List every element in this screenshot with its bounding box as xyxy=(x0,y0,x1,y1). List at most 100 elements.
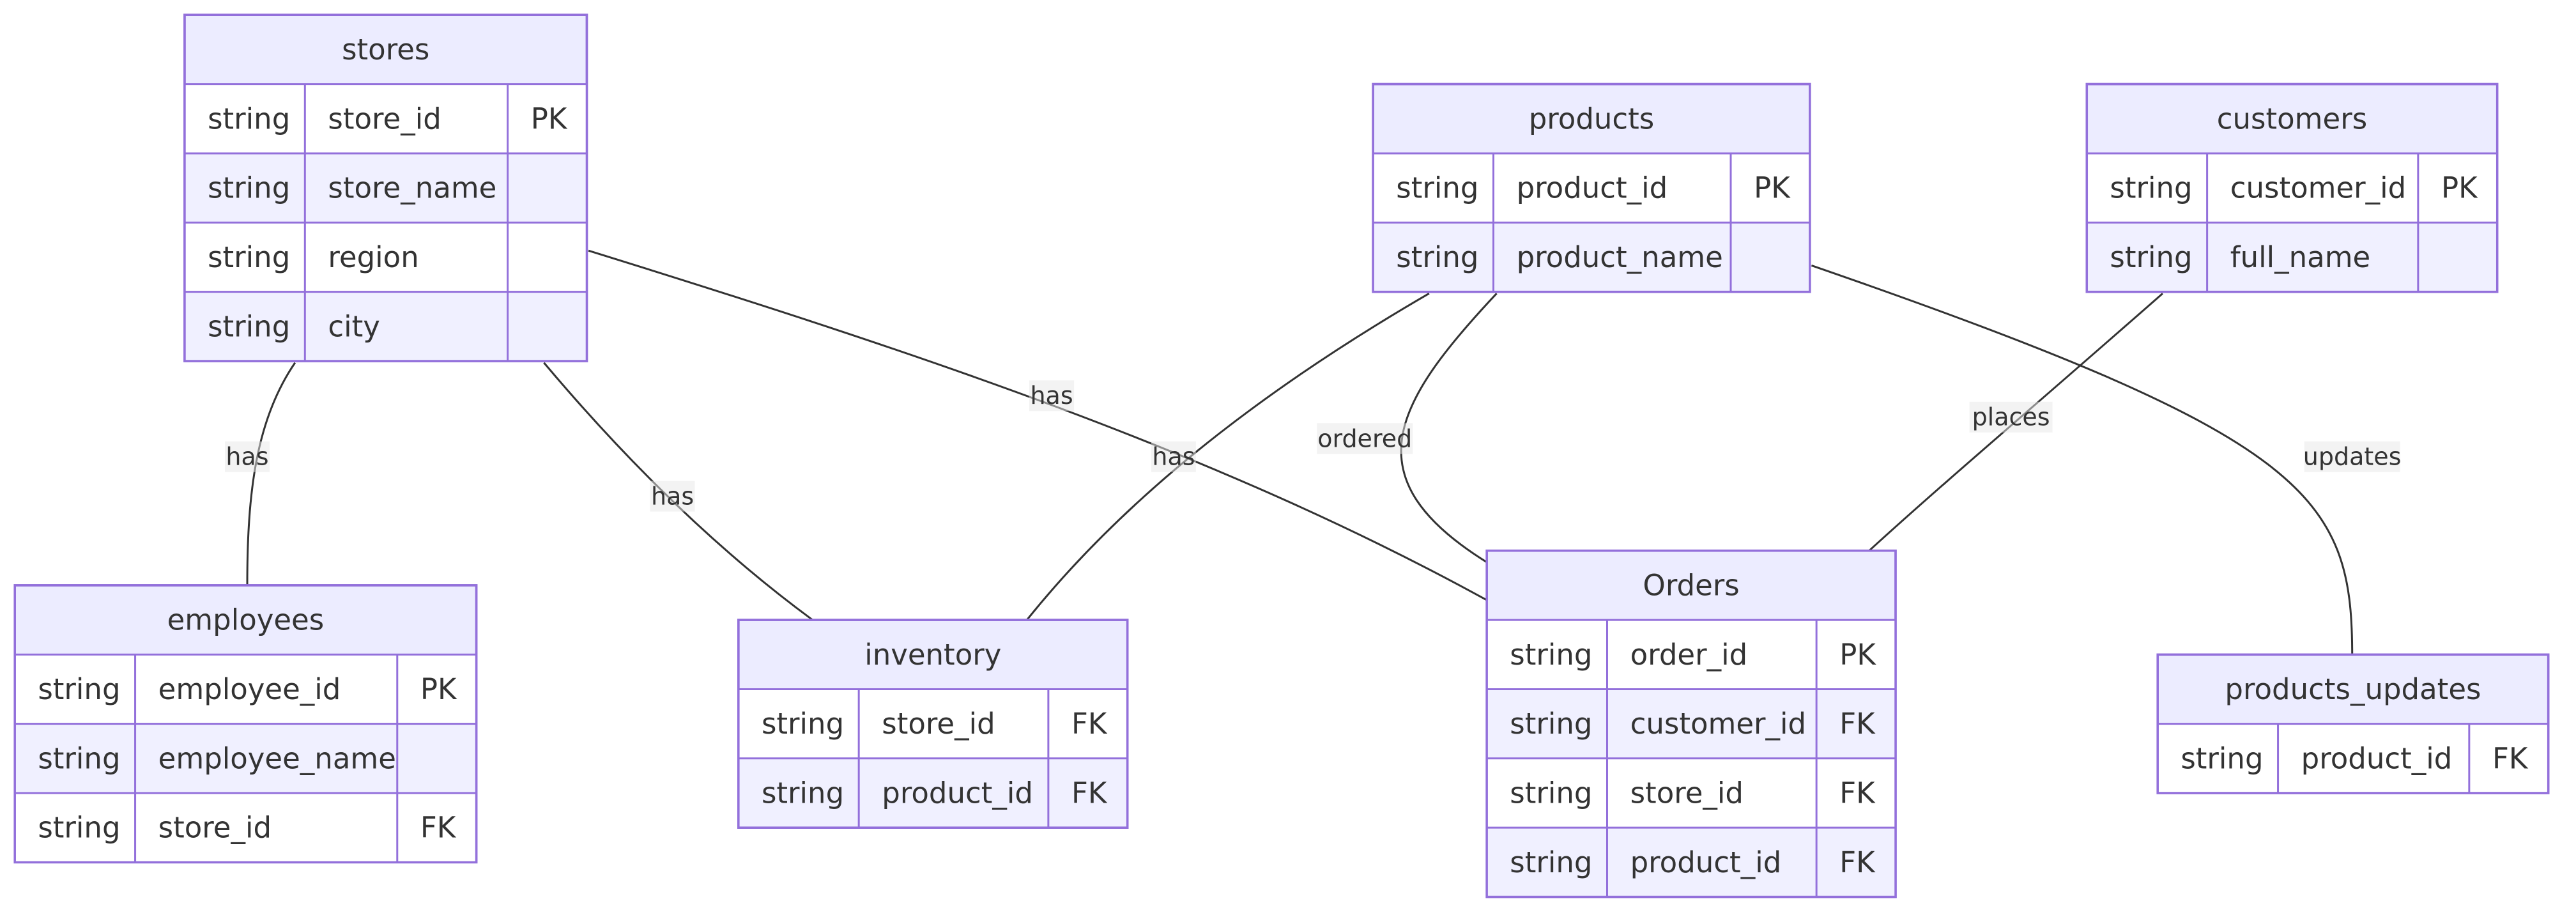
attribute-row: string city xyxy=(184,291,587,362)
attribute-key: FK xyxy=(1839,845,1876,879)
relationship-line-stores-employees xyxy=(246,362,296,585)
relationship-label-products-orders: ordered xyxy=(1317,423,1413,454)
label-background xyxy=(1029,380,1075,412)
attribute-row: string store_id FK xyxy=(738,688,1128,759)
attribute-key: FK xyxy=(1839,776,1876,810)
attribute-name: employee_name xyxy=(158,741,396,775)
relationship-line-products-products_updates xyxy=(1811,264,2354,655)
attribute-type: string xyxy=(2110,171,2192,205)
attribute-key: PK xyxy=(1754,171,1791,205)
row-background xyxy=(1373,153,1810,223)
relationship-label-text: updates xyxy=(2303,443,2402,471)
attribute-type: string xyxy=(1510,845,1592,879)
attribute-name: product_id xyxy=(882,776,1033,810)
label-background xyxy=(650,481,695,512)
attribute-type: string xyxy=(1510,638,1592,672)
row-background xyxy=(2087,153,2497,223)
entity-title: products xyxy=(1529,102,1655,135)
relationship-label-stores-employees: has xyxy=(225,441,270,472)
row-background xyxy=(1487,620,1896,690)
entity-border xyxy=(2085,82,2499,293)
attribute-row: string customer_id FK xyxy=(1487,688,1896,759)
entity-border xyxy=(13,584,478,864)
relationship-line-products-orders xyxy=(1400,293,1498,564)
entity-border xyxy=(2156,653,2550,794)
attribute-name: city xyxy=(328,309,380,343)
row-background xyxy=(184,84,587,153)
entity-title: inventory xyxy=(864,638,1001,672)
row-background xyxy=(738,689,1128,759)
row-background xyxy=(184,291,587,362)
attribute-row: string product_id FK xyxy=(738,757,1128,828)
row-background xyxy=(184,153,587,223)
relationship-label-text: ordered xyxy=(1317,424,1412,452)
attribute-name: product_id xyxy=(2301,741,2453,775)
attribute-name: order_id xyxy=(1630,638,1748,672)
entity-title: Orders xyxy=(1643,568,1739,602)
attribute-type: string xyxy=(208,171,290,205)
attribute-name: customer_id xyxy=(1630,707,1806,741)
attribute-name: product_id xyxy=(1517,171,1668,205)
attribute-type: string xyxy=(2181,741,2263,775)
label-background xyxy=(1151,441,1196,472)
row-background xyxy=(184,222,587,292)
label-background xyxy=(2304,441,2400,472)
attribute-key: FK xyxy=(1071,776,1108,810)
entity-title: stores xyxy=(342,33,429,66)
label-background xyxy=(225,441,270,472)
relationship-line-customers-orders xyxy=(1868,293,2163,551)
label-background xyxy=(1969,401,2053,433)
row-background xyxy=(2158,723,2549,793)
attribute-name: full_name xyxy=(2230,240,2371,274)
relationship-label-text: has xyxy=(651,482,694,511)
attribute-row: string order_id PK xyxy=(1487,619,1896,690)
attribute-type: string xyxy=(762,776,844,810)
attribute-name: product_id xyxy=(1630,845,1782,879)
attribute-key: FK xyxy=(1071,707,1108,741)
attribute-type: string xyxy=(2110,240,2192,274)
row-background xyxy=(2087,222,2497,292)
relationship-line-products-inventory xyxy=(1026,292,1430,621)
attribute-name: store_name xyxy=(328,171,496,205)
row-background xyxy=(738,758,1128,828)
attribute-type: string xyxy=(208,309,290,343)
attribute-type: string xyxy=(1396,240,1478,274)
attribute-type: string xyxy=(38,811,120,845)
relationship-label-text: has xyxy=(1030,382,1073,410)
entity-border xyxy=(1372,82,1811,293)
row-background xyxy=(15,792,477,863)
attribute-key: PK xyxy=(1839,638,1876,672)
attribute-row: string product_name xyxy=(1373,221,1810,292)
attribute-name: product_name xyxy=(1517,240,1723,274)
attribute-key: FK xyxy=(1839,707,1876,741)
label-background xyxy=(1317,423,1413,454)
relationship-label-text: has xyxy=(1152,443,1195,471)
attribute-name: store_id xyxy=(328,102,441,135)
attribute-key: FK xyxy=(2492,741,2529,775)
attribute-name: store_id xyxy=(158,811,272,845)
entity-products[interactable]: products string product_id PK string product_… xyxy=(1372,82,1811,293)
attribute-name: store_id xyxy=(882,707,995,741)
relationship-label-customers-orders: places xyxy=(1969,401,2053,433)
row-background xyxy=(1487,689,1896,759)
attribute-type: string xyxy=(762,707,844,741)
attribute-name: employee_id xyxy=(158,672,341,706)
entity-title: products_updates xyxy=(2225,672,2481,706)
relationship-labels: has has has has ordered places updates xyxy=(225,380,2402,512)
attribute-type: string xyxy=(1510,707,1592,741)
attribute-name: region xyxy=(328,240,418,274)
